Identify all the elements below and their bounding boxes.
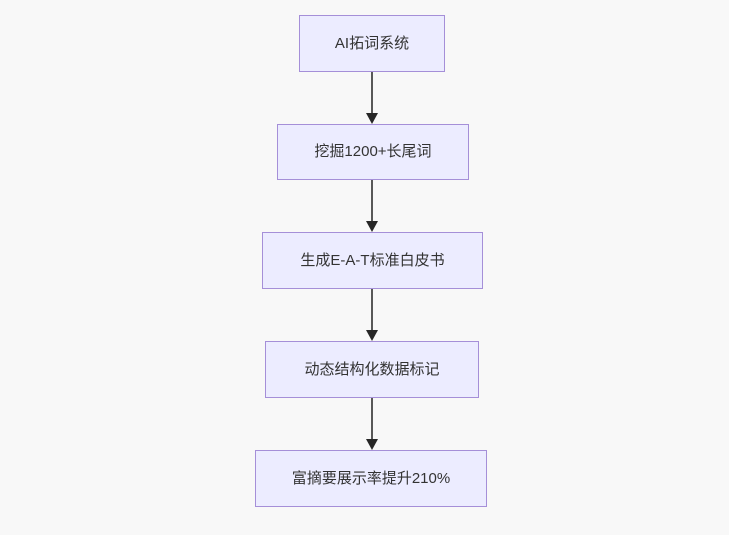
flow-node-mine-longtail-keywords: 挖掘1200+长尾词 (277, 124, 469, 180)
flow-node-label: 动态结构化数据标记 (304, 360, 440, 378)
edge-n1-n2 (366, 72, 378, 124)
flow-node-ai-keyword-system: AI拓词系统 (299, 15, 445, 72)
edge-n3-n4 (366, 289, 378, 341)
flow-node-label: 富摘要展示率提升210% (291, 469, 451, 487)
flow-node-rich-snippet-rate-increase: 富摘要展示率提升210% (255, 450, 487, 507)
edge-n2-n3 (366, 180, 378, 232)
edge-arrowhead (366, 439, 378, 450)
edge-arrowhead (366, 330, 378, 341)
flow-node-dynamic-structured-data-markup: 动态结构化数据标记 (265, 341, 479, 398)
flow-node-label: 生成E-A-T标准白皮书 (300, 251, 445, 269)
flow-node-generate-eat-whitepaper: 生成E-A-T标准白皮书 (262, 232, 483, 289)
edge-n4-n5 (366, 398, 378, 450)
edge-arrowhead (366, 221, 378, 232)
flow-node-label: AI拓词系统 (334, 34, 410, 52)
flow-node-label: 挖掘1200+长尾词 (314, 143, 432, 160)
edge-arrowhead (366, 113, 378, 124)
